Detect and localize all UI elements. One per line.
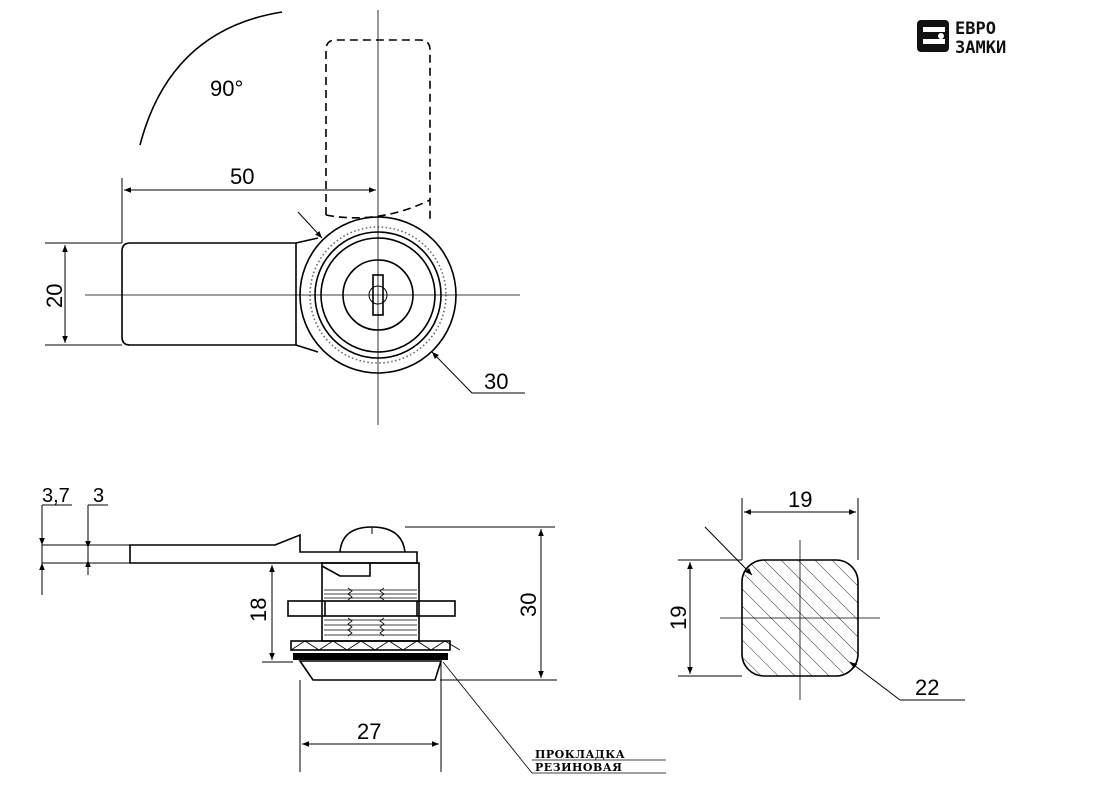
leader-22-b: [849, 661, 901, 701]
leader-22-a: [704, 526, 753, 576]
dim-lever-length: 50: [230, 164, 254, 189]
dim-width: 19: [788, 487, 812, 512]
logo-line1: ЕВРО: [955, 19, 996, 39]
leader-30-b: [431, 351, 473, 394]
gasket-label-line1: ПРОКЛАДКА: [535, 748, 625, 761]
dim-diameter: 30: [484, 369, 508, 394]
knurled-ring-outer: [299, 216, 457, 374]
rubber-gasket: [293, 653, 448, 660]
star-washer: [290, 640, 451, 651]
dim-height: 19: [666, 606, 691, 630]
leader-30-a: [297, 211, 323, 239]
lever: [121, 237, 319, 353]
lever-rotated-edge: [325, 199, 431, 219]
knurl-texture: [309, 226, 447, 364]
cylinder-plug: [342, 259, 414, 331]
thread-lines: [324, 587, 417, 637]
flange: [298, 660, 443, 681]
dim-diagonal: 22: [915, 675, 939, 700]
brand-logo: ЕВРО ЗАМКИ: [917, 19, 1006, 58]
knurled-ring-inner: [314, 231, 442, 359]
lever-side: [129, 533, 418, 564]
face-ring: [320, 237, 436, 353]
cam-section-view: 19 19 22: [666, 487, 965, 701]
dim-thickness-b: 3: [93, 485, 104, 507]
washer-teeth: [290, 640, 461, 651]
dim-flange-width: 27: [357, 719, 381, 744]
logo-mark-icon: [917, 20, 949, 52]
body-notch: [321, 563, 371, 577]
gasket-label-line2: РЕЗИНОВАЯ: [535, 761, 622, 774]
angle-label: 90°: [210, 76, 243, 101]
dim-total-height: 30: [516, 593, 541, 617]
plug-center: [368, 285, 388, 305]
dim-lever-width: 20: [42, 284, 67, 308]
gasket-leader: [442, 661, 533, 774]
side-view: 3,7 3 18 30 27 ПРОКЛАДКА РЕЗИНОВАЯ: [39, 485, 666, 774]
top-view: 90° 50 20 30: [42, 10, 525, 425]
nut: [287, 600, 456, 617]
rotation-arc: [139, 11, 283, 146]
keyhole-icon: [372, 274, 384, 316]
dim-body-height: 18: [246, 598, 271, 622]
lever-rotated-outline: [325, 39, 431, 220]
logo-line2: ЗАМКИ: [955, 38, 1006, 58]
dim-thickness-a: 3,7: [42, 485, 70, 507]
